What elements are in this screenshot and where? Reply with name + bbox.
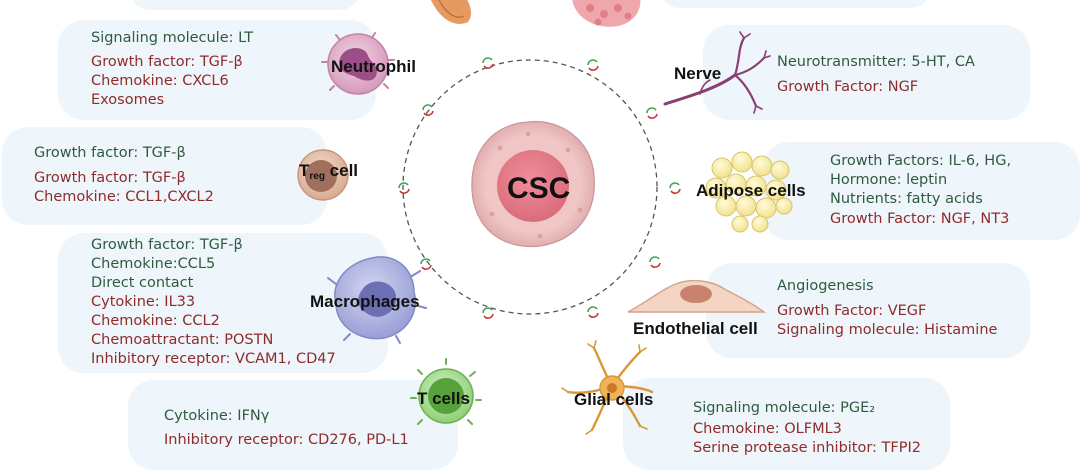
glial-line-2: Chemokine: OLFML3: [693, 421, 842, 437]
glial-info-box: [623, 378, 950, 470]
neutrophil-line-4: Exosomes: [91, 92, 165, 108]
treg-label: Treg cell: [299, 161, 358, 182]
adipose-line-3: Nutrients: fatty acids: [830, 191, 983, 207]
t-cells-line-1: Cytokine: IFNγ: [164, 408, 270, 424]
cycle-arrow-icon: [587, 59, 599, 71]
top-left-info-box: [130, 0, 360, 10]
adipose-line-1: Growth Factors: IL-6, HG,: [830, 153, 1012, 169]
glial-line-3: Serine protease inhibitor: TFPI2: [693, 440, 921, 456]
cycle-arrow-markers: [398, 57, 681, 319]
adipose-line-4: Growth Factor: NGF, NT3: [830, 211, 1010, 227]
adipose-info-box: [763, 142, 1080, 240]
nerve-line-1: Neurotransmitter: 5-HT, CA: [777, 54, 975, 70]
cycle-arrow-icon: [587, 306, 599, 318]
cycle-arrow-icon: [482, 307, 494, 319]
treg-line-1: Growth factor: TGF-β: [34, 145, 186, 161]
t-cell-icon: [410, 358, 482, 425]
cycle-arrow-icon: [646, 107, 658, 119]
nerve-info-box: [703, 25, 1030, 120]
macrophages-line-2: Chemokine:CCL5: [91, 256, 216, 272]
neutrophil-line-2: Growth factor: TGF-β: [91, 54, 243, 70]
orbit-ring: [402, 59, 658, 315]
diagram-artwork: [297, 0, 793, 435]
neutrophil-info-box: [58, 20, 376, 120]
endothelial-line-2: Growth Factor: VEGF: [777, 303, 927, 319]
nerve-icon: [663, 31, 771, 114]
adipose-label: Adipose cells: [696, 181, 806, 200]
glial-line-1: Signaling molecule: PGE₂: [693, 400, 876, 416]
macrophage-cell-icon: [327, 256, 427, 344]
neutrophil-line-1: Signaling molecule: LT: [91, 30, 254, 46]
t-cells-line-2: Inhibitory receptor: CD276, PD-L1: [164, 432, 409, 448]
top-right-info-box: [660, 0, 930, 8]
cycle-arrow-icon: [482, 57, 494, 69]
macrophages-line-1: Growth factor: TGF-β: [91, 237, 243, 253]
endothelial-cell-icon: [627, 279, 767, 313]
adipose-cells-icon: [705, 151, 793, 233]
top-right-cell-icon: [572, 0, 641, 27]
neutrophil-line-3: Chemokine: CXCL6: [91, 73, 229, 89]
glial-label: Glial cells: [574, 390, 654, 409]
treg-line-3: Chemokine: CCL1,CXCL2: [34, 189, 214, 205]
top-left-cell-icon: [431, 0, 472, 24]
t-cells-info-box: [128, 380, 458, 470]
treg-label-sub: reg: [309, 171, 325, 182]
endothelial-line-1: Angiogenesis: [777, 278, 874, 294]
endothelial-line-3: Signaling molecule: Histamine: [777, 322, 998, 338]
cycle-arrow-icon: [649, 256, 661, 268]
csc-label: CSC: [507, 172, 571, 205]
treg-label-prefix: T: [299, 161, 310, 180]
macrophages-info-box: [58, 233, 388, 373]
endothelial-label: Endothelial cell: [633, 319, 758, 338]
glial-cell-icon: [561, 340, 654, 435]
nerve-line-2: Growth Factor: NGF: [777, 79, 919, 95]
macrophages-line-7: Inhibitory receptor: VCAM1, CD47: [91, 351, 336, 367]
cycle-arrow-icon: [422, 104, 434, 116]
treg-info-box: [2, 127, 327, 225]
treg-line-2: Growth factor: TGF-β: [34, 170, 186, 186]
adipose-line-2: Hormone: leptin: [830, 172, 948, 188]
treg-label-suffix: cell: [324, 161, 359, 180]
macrophages-line-5: Chemokine: CCL2: [91, 313, 220, 329]
macrophages-label: Macrophages: [310, 292, 420, 311]
t-cells-label: T cells: [417, 389, 470, 408]
csc-cell-icon: [471, 120, 595, 248]
neutrophil-label: Neutrophil: [331, 57, 416, 76]
cycle-arrow-icon: [398, 182, 410, 194]
nerve-label: Nerve: [674, 64, 722, 83]
macrophages-line-4: Cytokine: IL33: [91, 294, 196, 310]
cycle-arrow-icon: [669, 182, 681, 194]
cycle-arrow-icon: [420, 258, 432, 270]
macrophages-line-6: Chemoattractant: POSTN: [91, 332, 274, 348]
treg-cell-icon: [297, 149, 349, 201]
neutrophil-cell-icon: [321, 32, 395, 95]
macrophages-line-3: Direct contact: [91, 275, 194, 291]
